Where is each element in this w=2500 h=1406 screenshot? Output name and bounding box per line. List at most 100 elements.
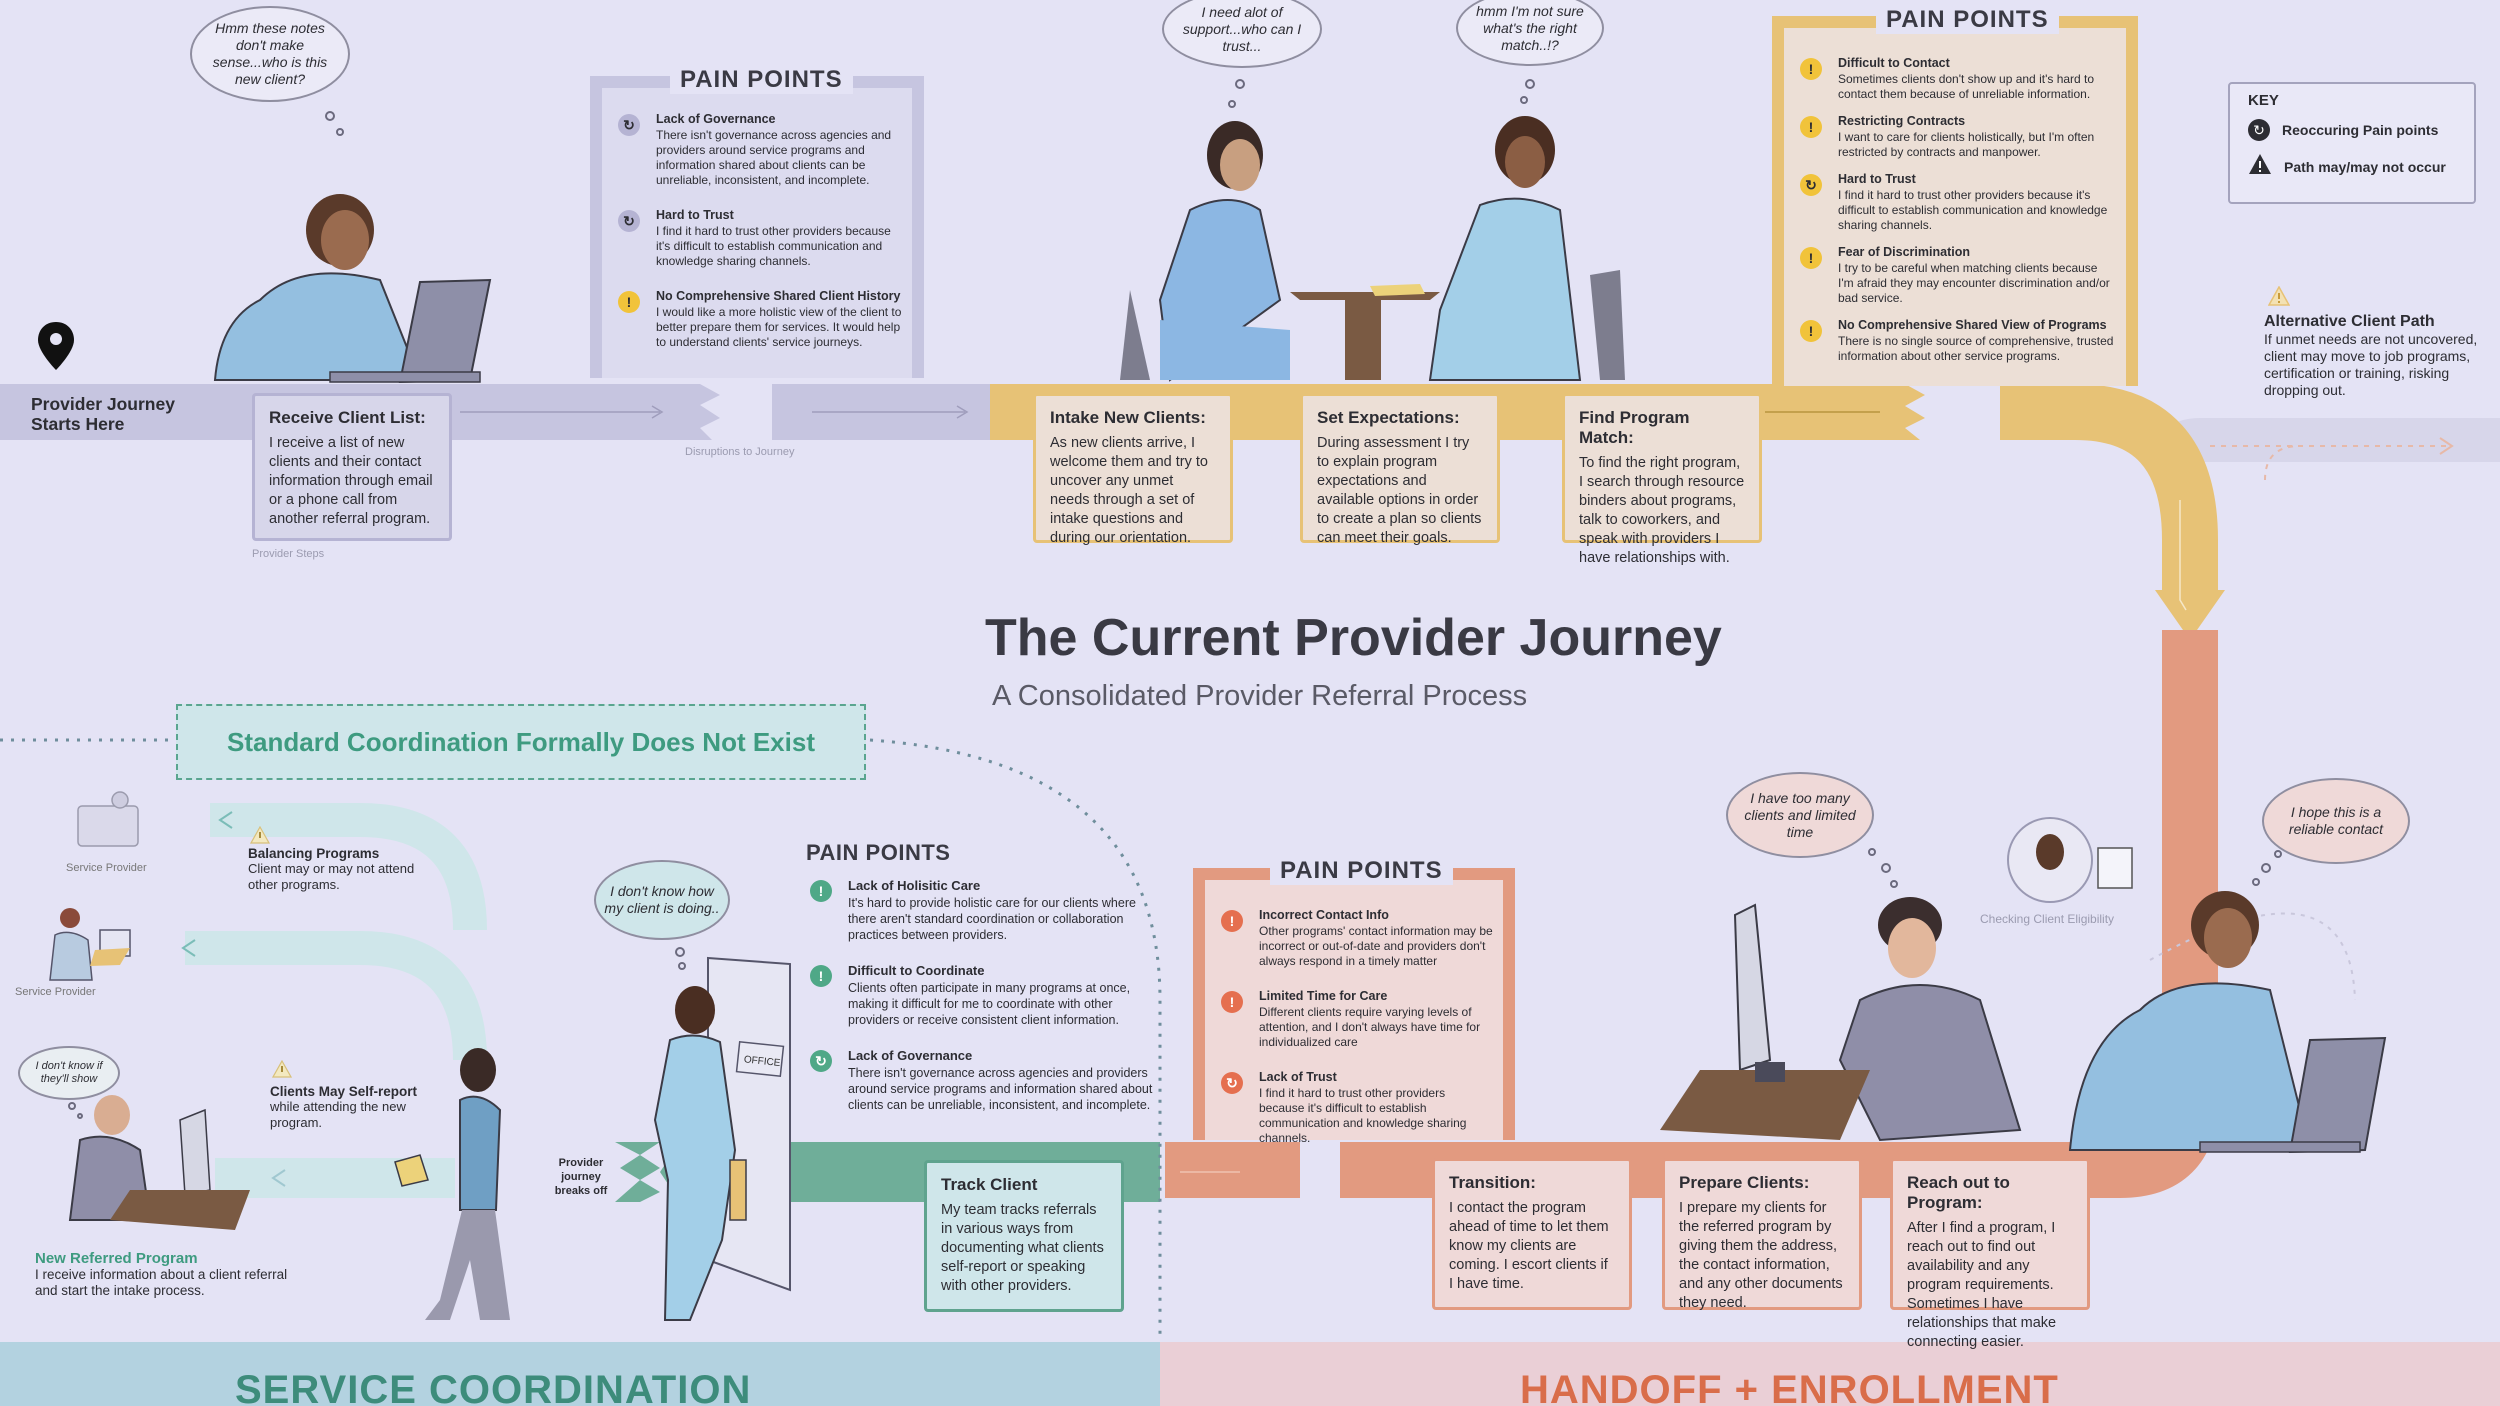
disruptions-label: Disruptions to Journey <box>685 446 795 458</box>
pain-point-title: No Comprehensive Shared Client History <box>656 289 901 303</box>
thought-bubble: hmm I'm not sure what's the right match.… <box>1456 0 1604 66</box>
recurring-icon: ↻ <box>618 114 640 136</box>
self-report-title: Clients May Self-report <box>270 1084 418 1099</box>
pain-point-title: Lack of Governance <box>848 1048 973 1063</box>
pain-point-title: Difficult to Contact <box>1838 56 1950 70</box>
step-text: To find the right program, I search thro… <box>1579 455 1745 566</box>
alternative-path-title: Alternative Client Path <box>2264 313 2435 330</box>
alert-icon: ! <box>1800 320 1822 342</box>
provider-steps-label: Provider Steps <box>252 548 325 560</box>
alert-icon: ! <box>1221 910 1243 932</box>
pain-point-title: Incorrect Contact Info <box>1259 908 1389 922</box>
self-report-text: while attending the new program. <box>270 1099 406 1130</box>
step-set-expectations: Set Expectations: During assessment I tr… <box>1300 393 1500 546</box>
handoff-enrollment-band: HANDOFF + ENROLLMENT <box>1160 1342 2500 1406</box>
pain-points-title: PAIN POINTS <box>1270 857 1453 885</box>
alert-icon: ! <box>1221 991 1243 1013</box>
thought-bubble: I have too many clients and limited time <box>1726 772 1874 858</box>
balancing-programs-note: Balancing Programs Client may or may not… <box>248 826 438 893</box>
alert-icon: ! <box>1800 58 1822 80</box>
pain-point-title: Restricting Contracts <box>1838 114 1966 128</box>
new-program-title: New Referred Program <box>35 1250 198 1267</box>
pain-point-title: Lack of Trust <box>1259 1070 1337 1084</box>
step-receive-client-list: Receive Client List: I receive a list of… <box>252 393 452 541</box>
service-provider-label-1: Service Provider <box>66 862 147 874</box>
balancing-programs-text: Client may or may not attend other progr… <box>248 861 415 892</box>
service-coordination-band: SERVICE COORDINATION <box>0 1342 1160 1406</box>
warning-icon <box>272 1060 292 1078</box>
step-title: Find Program Match: <box>1579 408 1690 447</box>
step-text: During assessment I try to explain progr… <box>1317 435 1482 546</box>
self-report-note: Clients May Self-report while attending … <box>270 1060 440 1131</box>
step-text: I prepare my clients for the referred pr… <box>1679 1200 1843 1311</box>
step-find-program-match: Find Program Match: To find the right pr… <box>1562 393 1762 566</box>
pain-point-title: Hard to Trust <box>1838 172 1916 186</box>
new-referred-program-note: New Referred Program I receive informati… <box>35 1250 295 1299</box>
key-item-warning: Path may/may not occur <box>2248 153 2456 180</box>
step-track-client: Track Client My team tracks referrals in… <box>924 1160 1124 1312</box>
alert-icon: ! <box>1800 116 1822 138</box>
pain-point-title: No Comprehensive Shared View of Programs <box>1838 318 2107 332</box>
checking-eligibility-label: Checking Client Eligibility <box>1980 912 2115 926</box>
step-reach-out-to-program: Reach out to Program: After I find a pro… <box>1890 1158 2090 1350</box>
pain-point-item: ! No Comprehensive Shared View of Program… <box>1796 318 2116 364</box>
standard-coordination-text: Standard Coordination Formally Does Not … <box>227 726 815 757</box>
pain-point-text: I find it hard to trust other providers … <box>1259 1086 1467 1145</box>
service-coordination-title: SERVICE COORDINATION <box>235 1368 752 1406</box>
thought-bubble: I need alot of support...who can I trust… <box>1162 0 1322 68</box>
location-pin-icon <box>36 320 76 377</box>
step-title: Prepare Clients: <box>1679 1173 1810 1192</box>
step-title: Intake New Clients: <box>1050 408 1206 427</box>
alert-icon: ! <box>810 965 832 987</box>
pain-point-title: Lack of Holisitic Care <box>848 878 981 893</box>
pain-point-text: Sometimes clients don't show up and it's… <box>1838 72 2095 101</box>
key-item-recurring: ↻ Reoccuring Pain points <box>2248 119 2456 141</box>
journey-breaks-off-label: Provider journey breaks off <box>554 1157 608 1197</box>
step-text: I receive a list of new clients and thei… <box>269 435 433 527</box>
pain-points-title: PAIN POINTS <box>670 66 853 94</box>
service-provider-label-2: Service Provider <box>15 986 96 998</box>
pain-point-item: ! Restricting Contracts I want to care for… <box>1796 114 2116 160</box>
pain-point-title: Fear of Discrimination <box>1838 245 1970 259</box>
thought-bubble: I hope this is a reliable contact <box>2262 778 2410 864</box>
pain-point-title: Difficult to Coordinate <box>848 963 985 978</box>
pain-point-title: Limited Time for Care <box>1259 989 1388 1003</box>
pain-point-text: Different clients require varying levels… <box>1259 1005 1481 1049</box>
thought-bubble: I don't know how my client is doing.. <box>594 860 730 940</box>
pain-point-text: There isn't governance across agencies a… <box>656 128 892 187</box>
step-prepare-clients: Prepare Clients: I prepare my clients fo… <box>1662 1158 1862 1311</box>
pain-point-text: I want to care for clients holistically,… <box>1838 130 2095 159</box>
thought-bubble: I don't know if they'll show <box>18 1046 120 1100</box>
recurring-icon: ↻ <box>1800 174 1822 196</box>
key-legend: KEY ↻ Reoccuring Pain points Path may/ma… <box>2228 82 2476 204</box>
key-title: KEY <box>2248 92 2279 109</box>
pain-point-text: There isn't governance across agencies a… <box>848 1066 1153 1112</box>
step-text: After I find a program, I reach out to f… <box>1907 1220 2057 1350</box>
step-intake-new-clients: Intake New Clients: As new clients arriv… <box>1033 393 1233 546</box>
pain-points-title: PAIN POINTS <box>806 840 951 865</box>
pain-point-text: Clients often participate in many progra… <box>848 981 1131 1027</box>
standard-coordination-banner: Standard Coordination Formally Does Not … <box>176 704 866 780</box>
handoff-enrollment-title: HANDOFF + ENROLLMENT <box>1520 1368 2059 1406</box>
step-title: Receive Client List: <box>269 408 426 427</box>
page-subtitle: A Consolidated Provider Referral Process <box>992 680 1528 712</box>
warning-icon <box>2267 285 2291 306</box>
pain-point-title: Lack of Governance <box>656 112 776 126</box>
recurring-icon: ↻ <box>810 1050 832 1072</box>
page-title: The Current Provider Journey <box>985 609 1722 667</box>
warning-icon <box>250 826 270 844</box>
thought-bubble: Hmm these notes don't make sense...who i… <box>190 6 350 102</box>
new-program-text: I receive information about a client ref… <box>35 1267 288 1298</box>
recurring-icon: ↻ <box>2248 119 2270 141</box>
